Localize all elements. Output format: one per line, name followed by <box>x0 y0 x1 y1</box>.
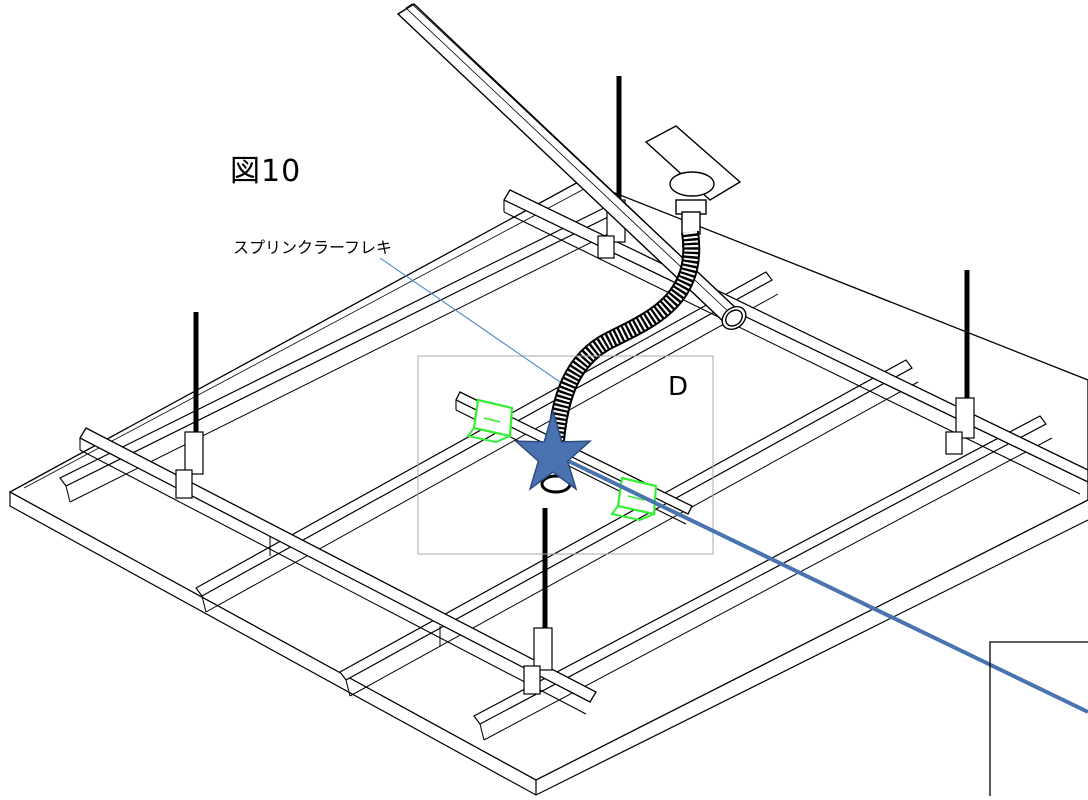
pointer-line <box>555 453 1088 714</box>
detail-d-frame <box>417 355 714 555</box>
lower-channel <box>339 359 919 697</box>
main-channel <box>79 427 597 715</box>
callout-label-sprinkler-flexible: スプリンクラーフレキ <box>233 238 393 257</box>
lower-channels <box>59 205 1053 741</box>
hanger-bolt <box>523 508 553 695</box>
star-marker-icon <box>513 408 593 491</box>
figure-title: 図10 <box>230 154 302 189</box>
detail-label-d: D <box>668 372 689 402</box>
hanger-bolt <box>175 312 204 499</box>
inset-box <box>989 641 1088 796</box>
hanger-bolt <box>945 270 975 455</box>
callout-leader-line <box>379 257 561 383</box>
main-channel <box>503 189 1088 495</box>
green-clips <box>466 398 658 522</box>
sprinkler-main-pipe <box>396 3 747 331</box>
